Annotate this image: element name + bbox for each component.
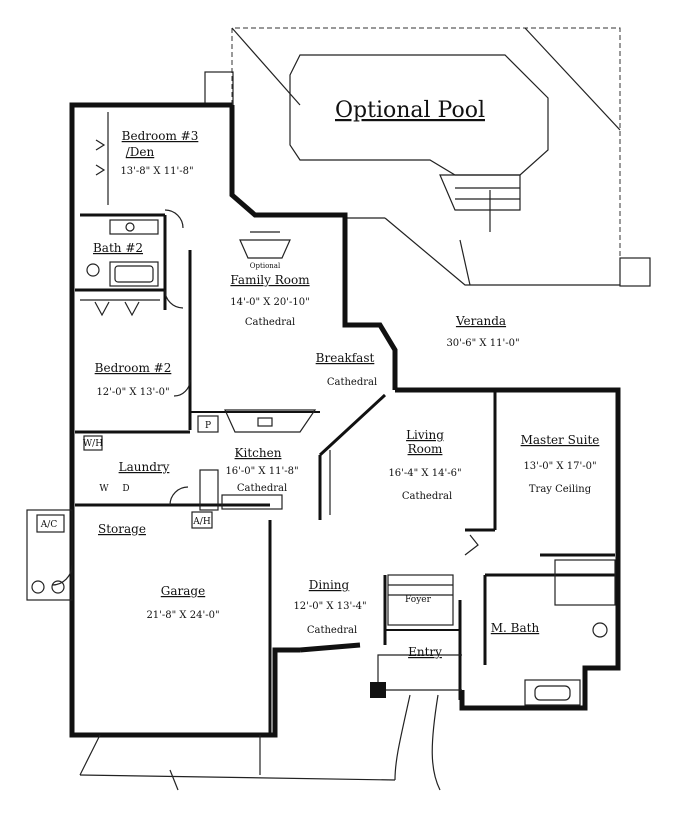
pantry-box bbox=[197, 415, 219, 433]
master-suite-name: Master Suite bbox=[521, 433, 600, 447]
dining-name: Dining bbox=[309, 578, 350, 592]
living-room-dims: 16'-4" X 14'-6" bbox=[388, 468, 461, 479]
bedroom2-dims: 12'-0" X 13'-0" bbox=[96, 387, 169, 398]
ac-label: A/C bbox=[40, 520, 58, 530]
ac-unit bbox=[26, 509, 73, 601]
bath2-fixtures bbox=[86, 219, 159, 287]
veranda-name: Veranda bbox=[455, 314, 506, 328]
family-room-dims: 14'-0" X 20'-10" bbox=[230, 297, 309, 308]
kitchen-ceiling: Cathedral bbox=[237, 483, 287, 494]
doors bbox=[51, 209, 479, 586]
pool-enclosure bbox=[231, 27, 621, 286]
pantry-label: P bbox=[205, 421, 211, 431]
wh-label: W/H bbox=[83, 439, 103, 449]
pool-title: Optional Pool bbox=[335, 98, 485, 123]
fireplace bbox=[239, 231, 291, 259]
master-suite-ceiling: Tray Ceiling bbox=[529, 484, 592, 495]
garage-dims: 21'-8" X 24'-0" bbox=[146, 610, 219, 621]
veranda-dims: 30'-6" X 11'-0" bbox=[446, 338, 519, 349]
pool bbox=[289, 54, 549, 232]
kitchen-name: Kitchen bbox=[235, 446, 282, 460]
master-bath-name: M. Bath bbox=[491, 621, 540, 635]
dining-dims: 12'-0" X 13'-4" bbox=[293, 601, 366, 612]
driveway bbox=[79, 734, 396, 791]
closet-bedroom3 bbox=[95, 112, 109, 205]
master-suite-dims: 13'-0" X 17'-0" bbox=[523, 461, 596, 472]
wh-box bbox=[83, 435, 103, 451]
bedroom2-name: Bedroom #2 bbox=[95, 361, 172, 375]
bedroom3-dims: 13'-8" X 11'-8" bbox=[120, 166, 193, 177]
living-room-name-line2: Room bbox=[408, 442, 443, 456]
kitchen-counters bbox=[199, 409, 331, 515]
breakfast-name: Breakfast bbox=[316, 351, 375, 365]
washer-label: W bbox=[99, 484, 109, 494]
ah-label: A/H bbox=[192, 517, 211, 527]
living-room-ceiling: Cathedral bbox=[402, 491, 452, 502]
bedroom3-name-line2: /Den bbox=[126, 145, 155, 159]
entry-name: Entry bbox=[408, 645, 442, 659]
foyer-tile bbox=[387, 574, 454, 626]
master-bath-fixtures bbox=[524, 559, 616, 706]
closet-bedroom2 bbox=[80, 299, 160, 317]
dryer-label: D bbox=[122, 484, 129, 494]
ah-box bbox=[191, 511, 213, 529]
laundry-name: Laundry bbox=[119, 460, 170, 474]
living-room-name-line1: Living bbox=[406, 428, 444, 442]
garage-name: Garage bbox=[161, 584, 205, 598]
bedroom3-name-line1: Bedroom #3 bbox=[122, 129, 199, 143]
bath2-name: Bath #2 bbox=[93, 241, 143, 255]
breakfast-ceiling: Cathedral bbox=[327, 377, 377, 388]
entry-porch bbox=[370, 654, 462, 791]
interior-walls bbox=[75, 213, 615, 735]
family-room-name: Family Room bbox=[230, 273, 310, 287]
foyer-label: Foyer bbox=[405, 595, 432, 605]
fireplace-label: Optional bbox=[250, 262, 281, 270]
kitchen-dims: 16'-0" X 11'-8" bbox=[225, 466, 298, 477]
dining-ceiling: Cathedral bbox=[307, 625, 357, 636]
family-room-ceiling: Cathedral bbox=[245, 317, 295, 328]
storage-name: Storage bbox=[98, 522, 146, 536]
exterior-walls bbox=[69, 102, 621, 738]
